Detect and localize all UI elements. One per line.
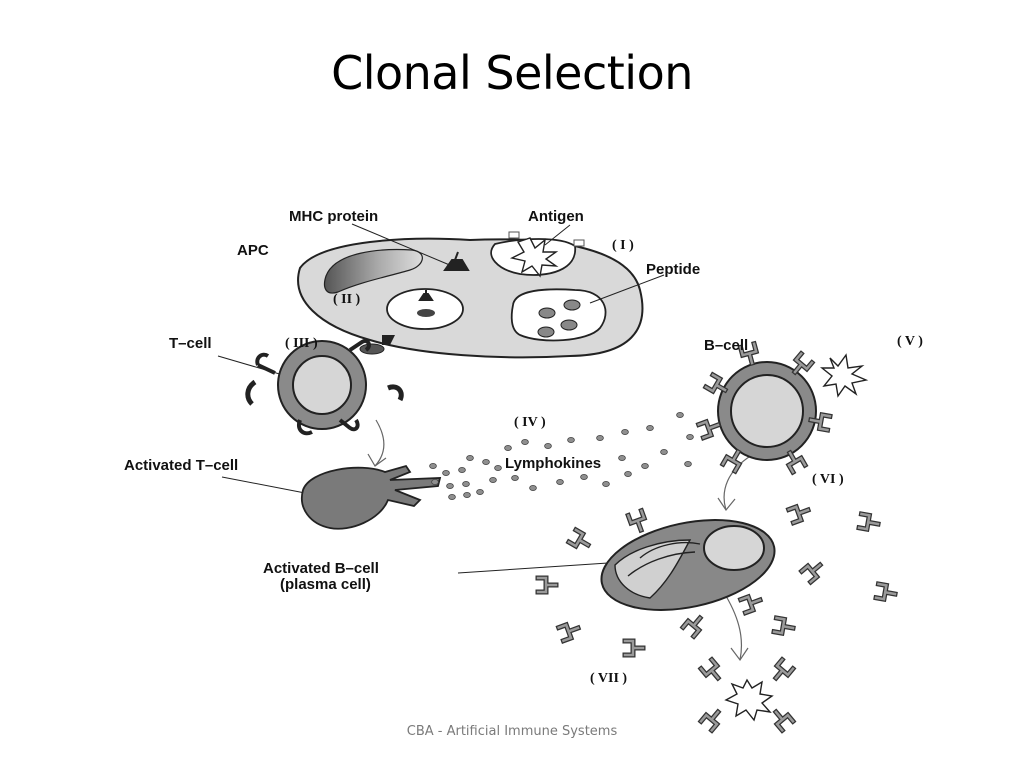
mhc-protein-label: MHC protein (289, 208, 378, 225)
lymphokines-label: Lymphokines (505, 455, 601, 472)
flow-arrows (367, 419, 753, 662)
activated-t-cell-label: Activated T–cell (124, 457, 238, 474)
activated-b-cell-label: Activated B–cell (263, 560, 379, 577)
stage-i-label: ( I ) (612, 238, 634, 253)
slide-footer: CBA - Artificial Immune Systems (406, 724, 618, 739)
slide-title: Clonal Selection (331, 46, 693, 100)
plasma-cell (600, 519, 776, 611)
peptide-label: Peptide (646, 261, 700, 278)
plasma-cell-label: (plasma cell) (280, 576, 371, 593)
activated-t-cell (301, 464, 442, 530)
b-cell-label: B–cell (704, 337, 748, 354)
stage-v-label: ( V ) (897, 334, 923, 349)
apc-label: APC (237, 242, 269, 259)
t-cell-label: T–cell (169, 335, 212, 352)
antigen-antibody-complex (701, 660, 793, 731)
stage-vi-label: ( VI ) (812, 472, 844, 487)
b-cell (699, 344, 869, 472)
stage-iii-label: ( III ) (285, 336, 318, 351)
stage-vii-label: ( VII ) (590, 671, 627, 686)
stage-ii-label: ( II ) (333, 292, 361, 307)
stage-iv-label: ( IV ) (514, 415, 546, 430)
t-cell (245, 339, 404, 436)
antigen-label: Antigen (528, 208, 584, 225)
apc-cell (297, 231, 644, 359)
